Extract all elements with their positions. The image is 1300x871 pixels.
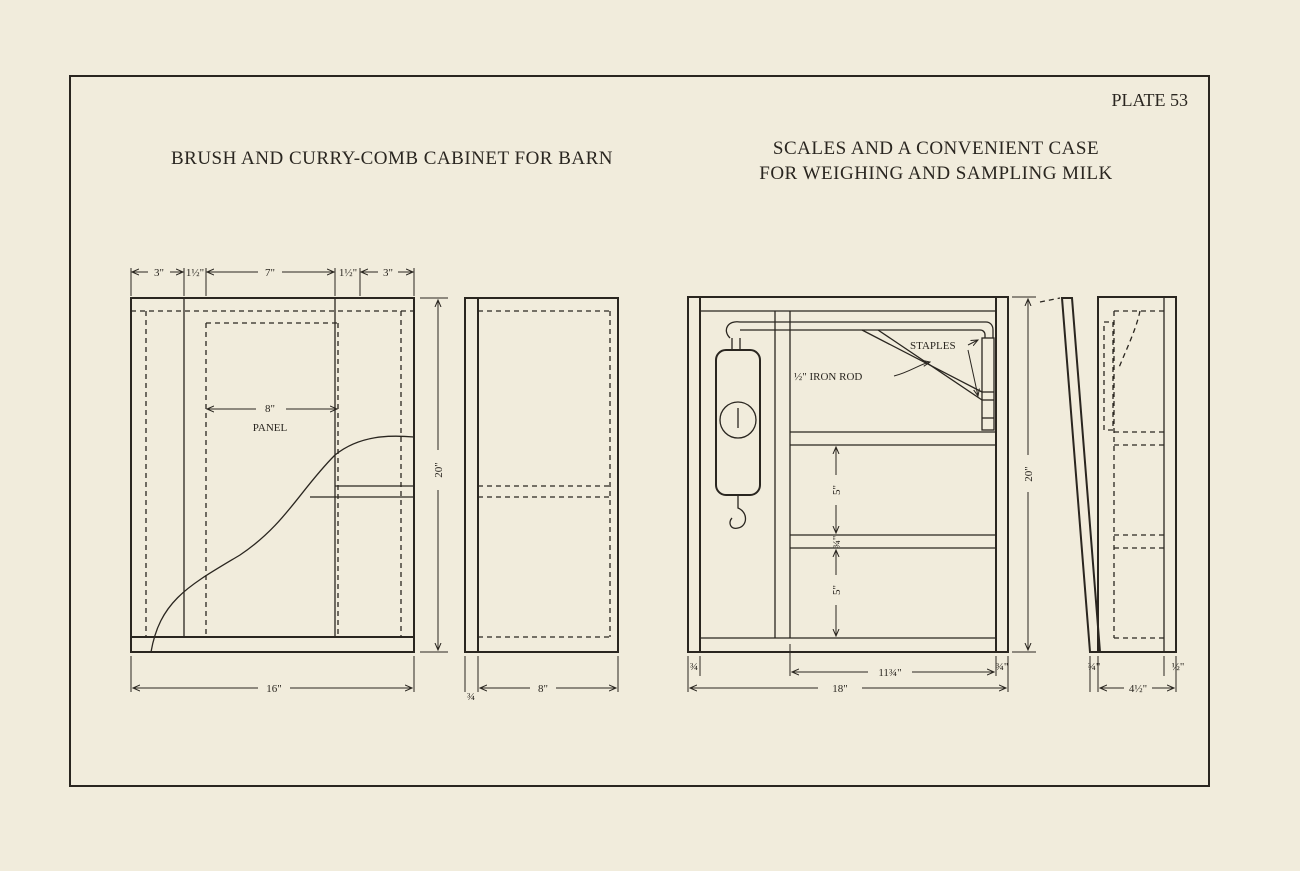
case-side-dimensions: ¾" ½" 4½": [1088, 656, 1185, 695]
dim-7: 7": [265, 267, 275, 279]
cabinet-height: 20": [433, 462, 445, 478]
case-width: 18": [832, 683, 848, 695]
dim-3-right: 3": [383, 267, 393, 279]
case-side-right: ½": [1172, 661, 1185, 673]
cabinet-width: 16": [266, 683, 282, 695]
case-width-dimensions: ¾ 11¾" ¾" 18": [687, 644, 1009, 695]
dim-3-left: 3": [154, 267, 164, 279]
cabinet-front-view: [130, 297, 415, 653]
cabinet-width-dimension: 16": [130, 656, 415, 695]
cabinet-top-dimensions: 3" 1½" 7" 1½" 3": [130, 267, 415, 296]
case-labels: STAPLES ½" IRON ROD: [794, 340, 978, 396]
shelf-gap-1: 5": [831, 485, 843, 495]
case-left-board: ¾: [690, 661, 698, 673]
case-right-board: ¾": [996, 661, 1009, 673]
hook-icon: [729, 495, 747, 529]
right-title-line2: FOR WEIGHING AND SAMPLING MILK: [759, 163, 1112, 184]
case-side-depth: 4½": [1129, 683, 1147, 695]
left-title: BRUSH AND CURRY-COMB CABINET FOR BARN: [171, 148, 613, 169]
panel-width: 8": [265, 403, 275, 415]
dim-1-5-right: 1½": [339, 267, 357, 279]
shelf-thickness: ¾": [831, 536, 843, 549]
iron-rod-label: ½" IRON ROD: [794, 371, 862, 383]
case-front-view: [687, 296, 1009, 653]
cabinet-height-dimension: 20": [420, 297, 448, 653]
spring-scale: [715, 338, 761, 529]
case-height: 20": [1023, 466, 1035, 482]
cabinet-side-dimensions: ¾ 8": [464, 656, 619, 703]
right-title-line1: SCALES AND A CONVENIENT CASE: [773, 138, 1099, 159]
panel-dimension: 8" PANEL: [207, 403, 337, 434]
shelf-gap-2: 5": [831, 585, 843, 595]
plate-number: PLATE 53: [1112, 90, 1189, 110]
case-height-dimension: 20": [1012, 296, 1036, 653]
iron-rod-bracket: [725, 321, 995, 431]
panel-label: PANEL: [253, 422, 288, 434]
case-side-view: [1039, 296, 1177, 653]
staples-label: STAPLES: [910, 340, 956, 352]
cabinet-side-thickness: ¾: [467, 691, 475, 703]
cabinet-side-view: [464, 297, 619, 653]
case-inner-width: 11¾": [878, 667, 901, 679]
cabinet-side-depth: 8": [538, 683, 548, 695]
plate-border: [69, 75, 1210, 787]
case-side-left: ¾": [1088, 661, 1101, 673]
shelf-dimensions: 5" ¾" 5": [831, 447, 843, 636]
dim-1-5-left: 1½": [186, 267, 204, 279]
scale-dial-icon: [719, 401, 757, 439]
